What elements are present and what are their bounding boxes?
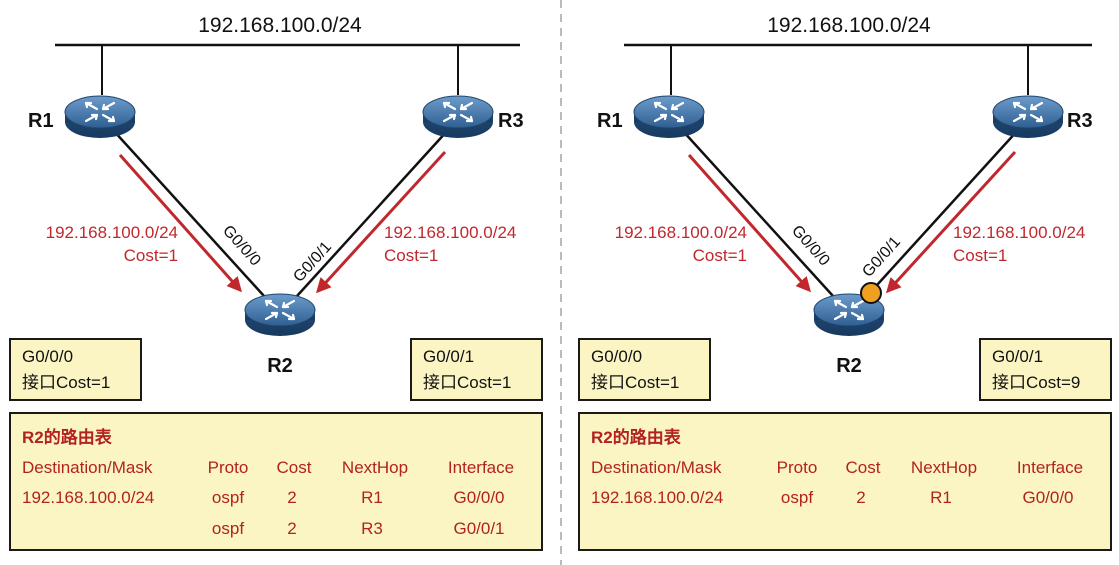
routing-table-title: R2的路由表	[591, 427, 682, 447]
router-r1-label: R1	[28, 110, 54, 132]
table-row: ospf 2 R3 G0/0/1	[212, 519, 505, 538]
port-label-g000: G0/0/0	[788, 222, 833, 269]
svg-text:G0/0/1: G0/0/1	[992, 347, 1043, 366]
svg-text:NextHop: NextHop	[911, 458, 977, 477]
svg-text:R1: R1	[930, 488, 952, 507]
panel-before: 192.168.100.0/24 R1 R3 R2 192.168.100.0/…	[9, 14, 543, 551]
svg-text:G0/0/0: G0/0/0	[1022, 488, 1073, 507]
interface-box-g001: G0/0/1 接口Cost=1	[410, 338, 543, 401]
interface-box-g000: G0/0/0 接口Cost=1	[578, 338, 711, 401]
advert-arrow-from-r3	[315, 150, 447, 294]
svg-text:Cost: Cost	[277, 458, 312, 477]
router-r1-label: R1	[597, 110, 623, 132]
svg-text:ospf: ospf	[781, 488, 813, 507]
svg-text:接口Cost=1: 接口Cost=1	[423, 373, 511, 392]
svg-text:Destination/Mask: Destination/Mask	[591, 458, 722, 477]
link-r3-r2	[866, 129, 1024, 301]
routing-table-header: Destination/Mask Proto Cost NextHop Inte…	[22, 458, 514, 477]
router-r2-icon	[243, 292, 317, 338]
router-r3-label: R3	[1067, 110, 1093, 132]
svg-text:Cost: Cost	[846, 458, 881, 477]
routing-table: R2的路由表 Destination/Mask Proto Cost NextH…	[9, 412, 543, 551]
router-r3-icon	[991, 94, 1065, 140]
advert-arrow-from-r1	[687, 154, 811, 293]
advert-left-cost: Cost=1	[124, 246, 178, 265]
svg-text:Proto: Proto	[777, 458, 818, 477]
network-label: 192.168.100.0/24	[198, 14, 362, 37]
router-r3-label: R3	[498, 110, 524, 132]
svg-text:G0/0/0: G0/0/0	[22, 347, 73, 366]
svg-text:G0/0/1: G0/0/1	[453, 519, 504, 538]
svg-text:ospf: ospf	[212, 519, 244, 538]
panel-after: 192.168.100.0/24 R1 R3 R2 192.168.100.0/…	[578, 14, 1112, 551]
svg-text:2: 2	[856, 488, 865, 507]
svg-text:G0/0/0: G0/0/0	[453, 488, 504, 507]
router-r3-icon	[421, 94, 495, 140]
link-r3-r2	[296, 129, 454, 301]
advert-left-network: 192.168.100.0/24	[615, 223, 747, 242]
svg-text:G0/0/0: G0/0/0	[591, 347, 642, 366]
svg-text:G0/0/1: G0/0/1	[423, 347, 474, 366]
network-label: 192.168.100.0/24	[767, 14, 931, 37]
svg-text:接口Cost=9: 接口Cost=9	[992, 373, 1080, 392]
interface-box-g001: G0/0/1 接口Cost=9	[979, 338, 1112, 401]
svg-text:192.168.100.0/24: 192.168.100.0/24	[591, 488, 723, 507]
table-row: 192.168.100.0/24 ospf 2 R1 G0/0/0	[22, 488, 505, 507]
svg-text:R3: R3	[361, 519, 383, 538]
routing-table: R2的路由表 Destination/Mask Proto Cost NextH…	[578, 412, 1112, 551]
svg-text:接口Cost=1: 接口Cost=1	[22, 373, 110, 392]
advert-left-cost: Cost=1	[693, 246, 747, 265]
router-r2-label: R2	[836, 355, 862, 377]
svg-text:NextHop: NextHop	[342, 458, 408, 477]
interface-box-g000: G0/0/0 接口Cost=1	[9, 338, 142, 401]
advert-right-cost: Cost=1	[384, 246, 438, 265]
svg-text:ospf: ospf	[212, 488, 244, 507]
advert-left-network: 192.168.100.0/24	[46, 223, 178, 242]
router-r2-label: R2	[267, 355, 293, 377]
svg-text:2: 2	[287, 519, 296, 538]
svg-text:2: 2	[287, 488, 296, 507]
routing-table-title: R2的路由表	[22, 427, 113, 447]
svg-text:Interface: Interface	[1017, 458, 1083, 477]
cost-change-marker-icon	[860, 282, 882, 304]
router-r1-icon	[63, 94, 137, 140]
svg-text:192.168.100.0/24: 192.168.100.0/24	[22, 488, 154, 507]
svg-text:Interface: Interface	[448, 458, 514, 477]
router-r1-icon	[632, 94, 706, 140]
svg-text:Proto: Proto	[208, 458, 249, 477]
link-r1-r2	[676, 129, 834, 301]
advert-right-cost: Cost=1	[953, 246, 1007, 265]
table-row: 192.168.100.0/24 ospf 2 R1 G0/0/0	[591, 488, 1074, 507]
advert-right-network: 192.168.100.0/24	[953, 223, 1085, 242]
advert-right-network: 192.168.100.0/24	[384, 223, 516, 242]
link-r1-r2	[107, 129, 265, 301]
svg-text:接口Cost=1: 接口Cost=1	[591, 373, 679, 392]
port-label-g001: G0/0/1	[859, 234, 904, 281]
svg-text:R1: R1	[361, 488, 383, 507]
port-label-g000: G0/0/0	[219, 222, 264, 269]
advert-arrow-from-r1	[118, 154, 242, 293]
advert-arrow-from-r3	[885, 150, 1017, 294]
svg-text:Destination/Mask: Destination/Mask	[22, 458, 153, 477]
routing-table-header: Destination/Mask Proto Cost NextHop Inte…	[591, 458, 1083, 477]
